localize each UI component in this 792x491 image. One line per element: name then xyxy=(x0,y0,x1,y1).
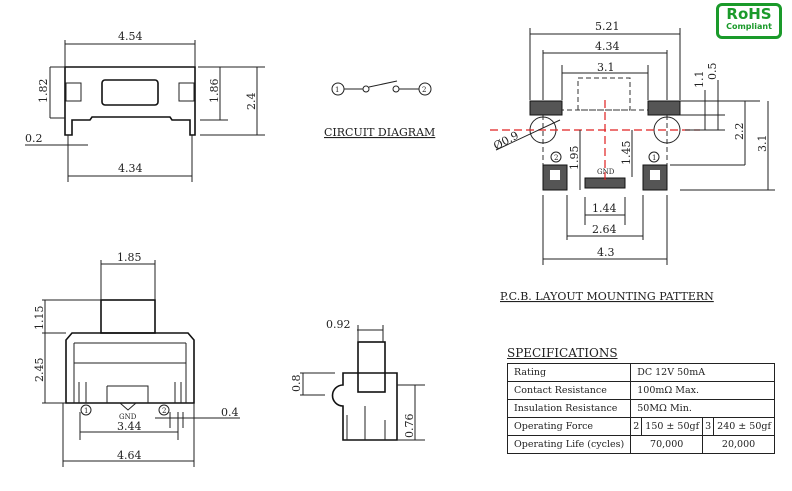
dim-3-1-height: 3.1 xyxy=(756,135,769,153)
table-row: Contact Resistance 100mΩ Max. xyxy=(506,381,775,400)
specifications: SPECIFICATIONS Rating DC 12V 50mA Contac… xyxy=(506,346,775,454)
dim-0-92: 0.92 xyxy=(326,318,351,331)
front-pin-1: 1 xyxy=(84,407,88,415)
dim-3-44: 3.44 xyxy=(117,420,142,433)
spec-value: DC 12V 50mA xyxy=(630,363,775,382)
circuit-pin-2: 2 xyxy=(422,86,426,94)
dim-4-54: 4.54 xyxy=(118,30,143,43)
spec-label: Contact Resistance xyxy=(506,381,632,400)
spec-label: Insulation Resistance xyxy=(506,399,632,418)
dim-2-45: 2.45 xyxy=(33,358,46,383)
dim-3-1-width: 3.1 xyxy=(597,61,615,74)
dim-1-82: 1.82 xyxy=(37,79,50,104)
table-row: Operating Force 2 150 ± 50gf 3 240 ± 50g… xyxy=(506,417,775,436)
spec-value: 70,000 xyxy=(630,435,704,454)
front-view: 1 2 GND 1.85 1.15 2.45 3.44 4.64 0.4 xyxy=(33,251,240,467)
spec-value: 50MΩ Min. xyxy=(630,399,775,418)
table-row: Rating DC 12V 50mA xyxy=(506,363,775,382)
pcb-pin-2: 2 xyxy=(554,154,558,162)
dim-1-85: 1.85 xyxy=(117,251,142,264)
circuit-diagram: 1 2 CIRCUIT DIAGRAM xyxy=(324,80,435,139)
spec-value: 100mΩ Max. xyxy=(630,381,775,400)
rohs-compliant-logo: RoHS Compliant xyxy=(716,3,782,39)
circuit-pin-1: 1 xyxy=(335,86,339,94)
dim-4-34: 4.34 xyxy=(595,40,620,53)
spec-value: 150 ± 50gf xyxy=(641,417,704,436)
spec-label: Operating Life (cycles) xyxy=(506,435,632,454)
dim-0-76: 0.76 xyxy=(403,414,416,439)
dim-1-15: 1.15 xyxy=(33,306,46,331)
side-view: 0.92 0.8 0.76 xyxy=(290,318,425,441)
spec-label: Rating xyxy=(506,363,632,382)
specifications-title: SPECIFICATIONS xyxy=(507,346,618,360)
top-view: 4.54 1.82 1.86 2.4 0.2 4.34 xyxy=(25,30,265,182)
front-pin-2: 2 xyxy=(162,407,166,415)
pcb-pin-1: 1 xyxy=(652,154,656,162)
spec-option: 2 xyxy=(630,417,643,436)
rohs-text: RoHS xyxy=(726,5,772,23)
spec-label: Operating Force xyxy=(506,417,632,436)
dim-0-5: 0.5 xyxy=(706,63,719,81)
dim-1-95: 1.95 xyxy=(568,146,581,171)
dim-0-4: 0.4 xyxy=(221,406,239,419)
rohs-compliant-text: Compliant xyxy=(726,22,772,31)
dim-0-2: 0.2 xyxy=(25,132,43,145)
dim-1-45: 1.45 xyxy=(620,141,633,166)
spec-option: 3 xyxy=(702,417,715,436)
dim-1-44: 1.44 xyxy=(592,202,617,215)
front-gnd-label: GND xyxy=(119,413,137,421)
dim-4-3: 4.3 xyxy=(597,246,615,259)
spec-value: 240 ± 50gf xyxy=(713,417,775,436)
table-row: Operating Life (cycles) 70,000 20,000 xyxy=(506,435,775,454)
dim-0-8: 0.8 xyxy=(290,375,303,393)
dim-2-2: 2.2 xyxy=(733,123,746,141)
specifications-table: Rating DC 12V 50mA Contact Resistance 10… xyxy=(506,363,775,454)
dim-hole-diameter: Ø0.9 xyxy=(491,129,521,153)
dim-2-64: 2.64 xyxy=(592,223,617,236)
spec-value: 20,000 xyxy=(702,435,775,454)
pcb-layout-label: P.C.B. LAYOUT MOUNTING PATTERN xyxy=(500,290,714,303)
dim-4-34: 4.34 xyxy=(118,162,143,175)
dim-1-1: 1.1 xyxy=(693,71,706,89)
dim-2-4: 2.4 xyxy=(245,93,258,111)
dim-5-21: 5.21 xyxy=(595,20,620,33)
pcb-gnd-label: GND xyxy=(597,168,615,176)
table-row: Insulation Resistance 50MΩ Min. xyxy=(506,399,775,418)
dim-1-86: 1.86 xyxy=(208,79,221,104)
circuit-diagram-label: CIRCUIT DIAGRAM xyxy=(324,126,435,139)
pcb-layout: 2 1 GND 5.21 4.34 3.1 1.1 0.5 2.2 3.1 Ø0… xyxy=(490,20,775,303)
dim-4-64: 4.64 xyxy=(117,449,142,462)
